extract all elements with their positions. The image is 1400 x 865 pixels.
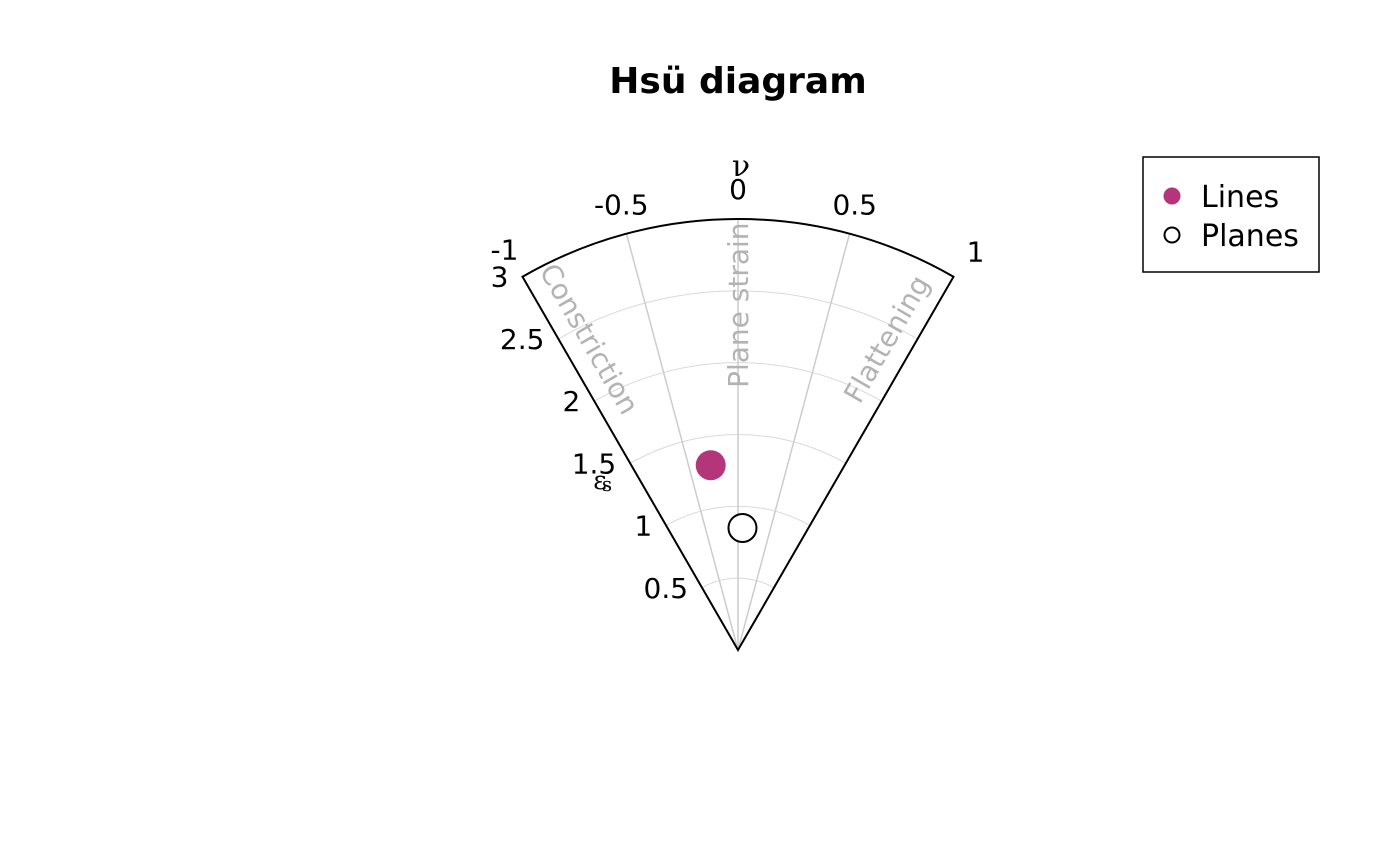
radial-tick-label-2: 1.5 <box>572 447 617 480</box>
data-point-lines-0 <box>695 450 726 481</box>
region-labels: Constriction Plane strain Flattening <box>533 222 937 420</box>
theta-tick-label-3: 0.5 <box>832 188 877 221</box>
theta-tick-label-1: -0.5 <box>594 188 649 221</box>
es-axis-label-sub: s <box>602 472 612 496</box>
tick-labels: -1 -0.5 0 0.5 1 0.5 1 1.5 2 2.5 3 <box>491 173 985 605</box>
data-points <box>695 450 758 543</box>
nu-axis-label: ν <box>732 149 750 184</box>
legend-marker-planes <box>1163 226 1181 244</box>
region-label-constriction: Constriction <box>533 258 646 420</box>
region-label-plane-strain: Plane strain <box>722 222 755 387</box>
theta-tick-label-4: 1 <box>967 235 985 268</box>
legend-label-planes: Planes <box>1201 219 1299 254</box>
radial-tick-label-1: 1 <box>634 510 652 543</box>
radial-tick-label-3: 2 <box>563 385 581 418</box>
legend-label-lines: Lines <box>1201 180 1279 215</box>
es-axis-label-base: ε <box>593 466 606 496</box>
legend-box <box>1142 156 1320 273</box>
es-axis-label: ε s <box>593 466 612 496</box>
chart-title: Hsü diagram <box>609 61 866 102</box>
radial-tick-label-5: 3 <box>491 261 509 294</box>
grid-spoke-3 <box>737 233 851 651</box>
legend-marker-lines <box>1163 187 1181 205</box>
chart-grid <box>558 219 918 651</box>
theta-tick-label-2: 0 <box>729 173 747 206</box>
chart-outline <box>521 218 955 653</box>
grid-spoke-1 <box>625 233 739 651</box>
data-point-planes-0 <box>727 512 758 543</box>
sector-outline <box>521 218 955 653</box>
radial-tick-label-4: 2.5 <box>500 323 545 356</box>
radial-tick-label-0: 0.5 <box>644 572 689 605</box>
theta-tick-label-0: -1 <box>491 233 519 266</box>
legend: Lines Planes <box>1142 156 1320 273</box>
region-label-flattening: Flattening <box>837 270 936 409</box>
